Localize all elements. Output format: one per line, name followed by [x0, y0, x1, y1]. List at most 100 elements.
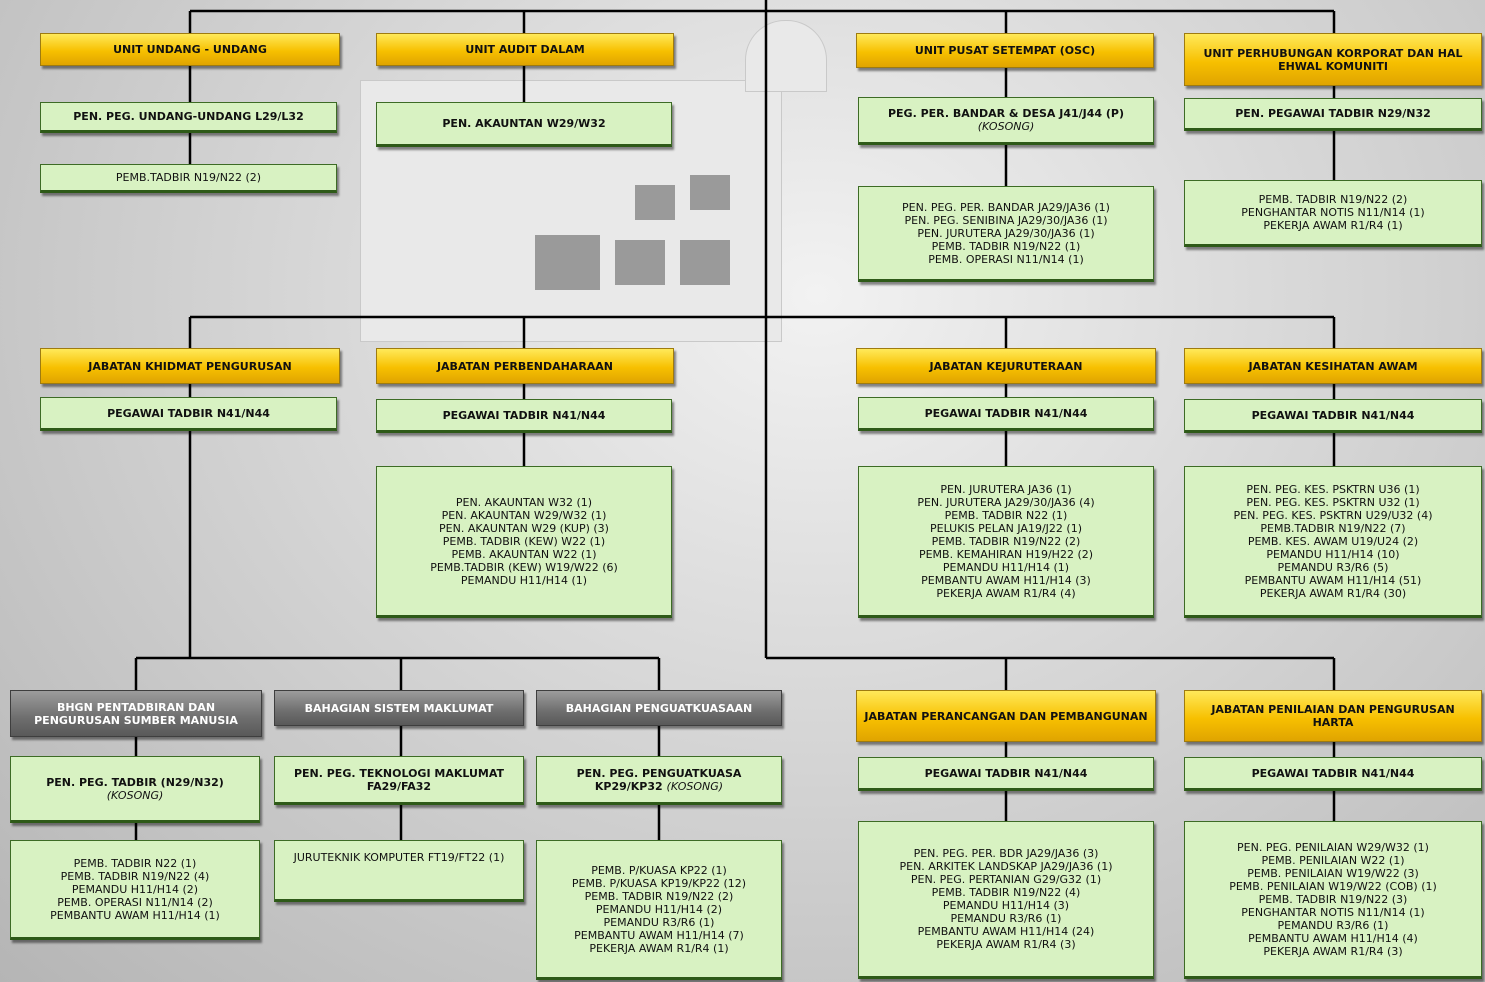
div-penguatkuasaan-position-grade: KP29/KP32 [594, 779, 663, 793]
staff-line: JURUTEKNIK KOMPUTER FT19/FT22 (1) [293, 851, 505, 864]
dept-penilaian-header: JABATAN PENILAIAN DAN PENGURUSAN HARTA [1184, 690, 1482, 742]
unit-undang-position: PEN. PEG. UNDANG-UNDANG L29/L32 [40, 102, 337, 133]
dept-kesihatan-staff: PEN. PEG. KES. PSKTRN U36 (1)PEN. PEG. K… [1184, 466, 1482, 618]
dept-kesihatan-position-label: PEGAWAI TADBIR N41/N44 [1251, 408, 1415, 422]
div-sistem-staff: JURUTEKNIK KOMPUTER FT19/FT22 (1) [274, 840, 524, 902]
dept-kejuruteraan-header-label: JABATAN KEJURUTERAAN [929, 359, 1083, 373]
unit-undang-position-label: PEN. PEG. UNDANG-UNDANG L29/L32 [73, 110, 304, 123]
staff-line: PEKERJA AWAM R1/R4 (3) [936, 938, 1076, 951]
staff-line: PEMB. TADBIR N19/N22 (4) [60, 869, 210, 883]
dept-penilaian-position-label: PEGAWAI TADBIR N41/N44 [1251, 766, 1415, 780]
dept-kejuruteraan-position: PEGAWAI TADBIR N41/N44 [858, 397, 1154, 431]
staff-line: PEN. JURUTERA JA29/30/JA36 (1) [917, 226, 1095, 240]
staff-line: PEMB. TADBIR N19/N22 (1) [931, 239, 1081, 253]
staff-line: PEN. PEG. KES. PSKTRN U32 (1) [1246, 495, 1420, 509]
dept-penilaian-header-label: JABATAN PENILAIAN DAN PENGURUSAN HARTA [1211, 703, 1455, 729]
background-window [535, 235, 600, 290]
staff-line: PEMBANTU AWAM H11/H14 (4) [1248, 931, 1418, 945]
div-pentadbiran-header-label: BHGN PENTADBIRAN DAN PENGURUSAN SUMBER M… [34, 700, 238, 727]
div-pentadbiran-position: PEN. PEG. TADBIR (N29/N32) (KOSONG) [10, 756, 260, 823]
staff-line: PEKERJA AWAM R1/R4 (1) [1263, 219, 1403, 232]
unit-undang-header-label: UNIT UNDANG - UNDANG [113, 43, 267, 56]
staff-line: PEN. PEG. PER. BDR JA29/JA36 (3) [913, 847, 1099, 860]
staff-line: PEMB. OPERASI N11/N14 (1) [928, 252, 1084, 266]
dept-kejuruteraan-header: JABATAN KEJURUTERAAN [856, 348, 1156, 384]
staff-line: PEMANDU H11/H14 (1) [942, 560, 1070, 574]
unit-osc-position-label: PEG. PER. BANDAR & DESA J41/J44 (P) [887, 107, 1125, 120]
div-sistem-header-label: BAHAGIAN SISTEM MAKLUMAT [304, 701, 494, 715]
dept-khidmat-position: PEGAWAI TADBIR N41/N44 [40, 397, 337, 431]
dept-kejuruteraan-position-label: PEGAWAI TADBIR N41/N44 [924, 406, 1088, 420]
unit-audit-header-label: UNIT AUDIT DALAM [465, 43, 585, 56]
staff-line: PEN. PEG. KES. PSKTRN U36 (1) [1246, 482, 1420, 496]
dept-perancangan-staff: PEN. PEG. PER. BDR JA29/JA36 (3)PEN. ARK… [858, 821, 1154, 979]
dept-perancangan-position: PEGAWAI TADBIR N41/N44 [858, 757, 1154, 791]
unit-korporat-header-label: UNIT PERHUBUNGAN KORPORAT DAN HAL EHWAL … [1203, 46, 1463, 73]
div-sistem-header: BAHAGIAN SISTEM MAKLUMAT [274, 690, 524, 726]
staff-line: PEMB. KEMAHIRAN H19/H22 (2) [918, 547, 1094, 561]
staff-line: PEMB. TADBIR (KEW) W22 (1) [442, 534, 606, 548]
staff-line: PEN. JURUTERA JA36 (1) [940, 482, 1072, 496]
div-pentadbiran-header: BHGN PENTADBIRAN DAN PENGURUSAN SUMBER M… [10, 690, 262, 737]
unit-undang-staff: PEMB.TADBIR N19/N22 (2) [40, 164, 337, 193]
div-pentadbiran-position-label: PEN. PEG. TADBIR (N29/N32) [46, 775, 224, 789]
div-penguatkuasaan-position-note: (KOSONG) [666, 779, 724, 793]
staff-line: PEMBANTU AWAM H11/H14 (1) [50, 908, 220, 922]
dept-perbendaharaan-position-label: PEGAWAI TADBIR N41/N44 [442, 408, 606, 422]
unit-osc-position: PEG. PER. BANDAR & DESA J41/J44 (P) (KOS… [858, 97, 1154, 145]
div-pentadbiran-staff: PEMB. TADBIR N22 (1)PEMB. TADBIR N19/N22… [10, 840, 260, 940]
unit-korporat-position-label: PEN. PEGAWAI TADBIR N29/N32 [1235, 107, 1431, 120]
staff-line: PEN. PEG. PER. BANDAR JA29/JA36 (1) [902, 200, 1110, 214]
staff-line: PEMANDU H11/H14 (2) [71, 882, 199, 896]
div-penguatkuasaan-staff: PEMB. P/KUASA KP22 (1)PEMB. P/KUASA KP19… [536, 840, 782, 980]
div-penguatkuasaan-header-label: BAHAGIAN PENGUATKUASAAN [565, 701, 753, 715]
staff-line: PEMB. TADBIR N19/N22 (4) [931, 886, 1081, 899]
div-sistem-position: PEN. PEG. TEKNOLOGI MAKLUMAT FA29/FA32 [274, 756, 524, 805]
staff-line: PEKERJA AWAM R1/R4 (1) [589, 941, 729, 955]
dept-khidmat-header-label: JABATAN KHIDMAT PENGURUSAN [88, 359, 292, 373]
staff-line: PENGHANTAR NOTIS N11/N14 (1) [1241, 905, 1425, 919]
staff-line: PEN. AKAUNTAN W29/W32 (1) [441, 508, 607, 522]
staff-line: PEMB.TADBIR N19/N22 (2) [115, 171, 262, 184]
staff-line: PEMB.TADBIR (KEW) W19/W22 (6) [430, 560, 618, 574]
staff-line: PEMB. P/KUASA KP22 (1) [591, 863, 727, 877]
background-window [635, 185, 675, 220]
dept-kesihatan-header: JABATAN KESIHATAN AWAM [1184, 348, 1482, 384]
background-dome [745, 20, 827, 92]
staff-line: PEN. JURUTERA JA29/30/JA36 (4) [917, 495, 1095, 509]
unit-korporat-header: UNIT PERHUBUNGAN KORPORAT DAN HAL EHWAL … [1184, 33, 1482, 86]
staff-line: PEN. ARKITEK LANDSKAP JA29/JA36 (1) [899, 860, 1113, 873]
staff-line: PEMANDU H11/H14 (10) [1266, 547, 1400, 561]
staff-line: PEMB. TADBIR N19/N22 (2) [584, 889, 734, 903]
unit-audit-position-label: PEN. AKAUNTAN W29/W32 [442, 117, 606, 130]
staff-line: PEKERJA AWAM R1/R4 (4) [936, 586, 1076, 600]
dept-perbendaharaan-header-label: JABATAN PERBENDAHARAAN [436, 359, 614, 373]
staff-line: PEMBANTU AWAM H11/H14 (3) [921, 573, 1091, 587]
staff-line: PEKERJA AWAM R1/R4 (3) [1263, 944, 1403, 958]
div-penguatkuasaan-position-label: PEN. PEG. PENGUATKUASA [576, 766, 742, 780]
dept-kesihatan-header-label: JABATAN KESIHATAN AWAM [1248, 359, 1418, 373]
dept-perbendaharaan-header: JABATAN PERBENDAHARAAN [376, 348, 674, 384]
dept-khidmat-header: JABATAN KHIDMAT PENGURUSAN [40, 348, 340, 384]
staff-line: PEMB. KES. AWAM U19/U24 (2) [1247, 534, 1419, 548]
unit-korporat-position: PEN. PEGAWAI TADBIR N29/N32 [1184, 98, 1482, 131]
unit-audit-header: UNIT AUDIT DALAM [376, 33, 674, 66]
staff-line: PEMANDU H11/H14 (2) [595, 902, 723, 916]
staff-line: PELUKIS PELAN JA19/J22 (1) [930, 521, 1082, 535]
dept-kesihatan-position: PEGAWAI TADBIR N41/N44 [1184, 399, 1482, 433]
staff-line: PEN. AKAUNTAN W29 (KUP) (3) [439, 521, 609, 535]
staff-line: PEMB. TADBIR N19/N22 (2) [931, 534, 1081, 548]
unit-undang-header: UNIT UNDANG - UNDANG [40, 33, 340, 66]
staff-line: PEMB. PENILAIAN W19/W22 (3) [1247, 866, 1419, 880]
staff-line: PEMB. PENILAIAN W19/W22 (COB) (1) [1229, 879, 1437, 893]
staff-line: PEMANDU R3/R6 (1) [603, 915, 715, 929]
dept-perancangan-header-label: JABATAN PERANCANGAN DAN PEMBANGUNAN [864, 709, 1148, 723]
staff-line: PEN. PEG. PERTANIAN G29/G32 (1) [910, 873, 1102, 886]
staff-line: PEMANDU R3/R6 (5) [1277, 560, 1389, 574]
unit-osc-position-note: (KOSONG) [977, 120, 1035, 133]
dept-perancangan-header: JABATAN PERANCANGAN DAN PEMBANGUNAN [856, 690, 1156, 742]
staff-line: PEMANDU H11/H14 (3) [942, 899, 1070, 912]
background-window [690, 175, 730, 210]
